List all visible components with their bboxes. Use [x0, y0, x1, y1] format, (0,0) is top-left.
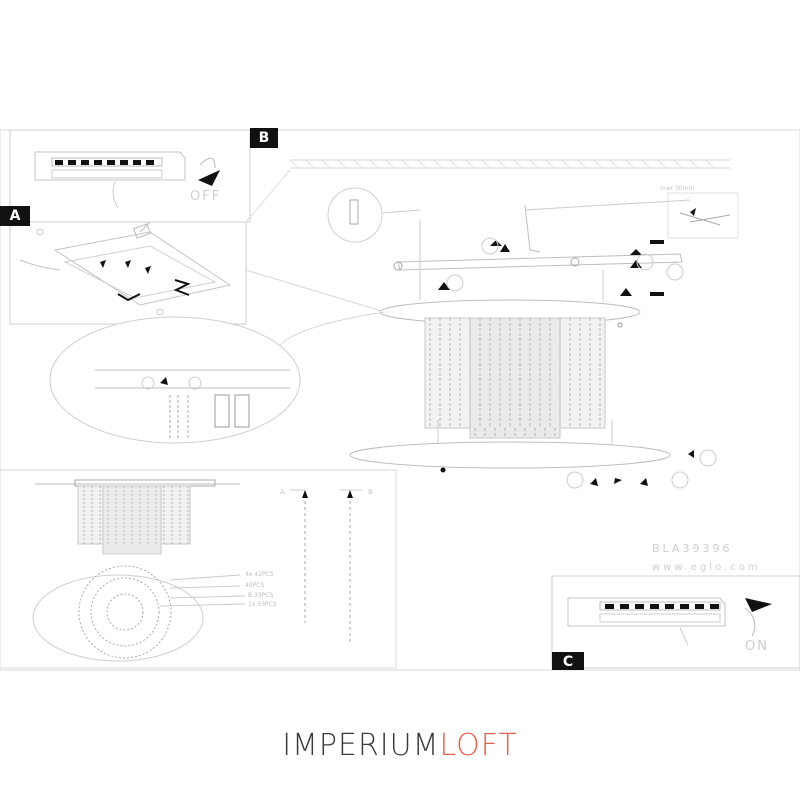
pcs-label-1: 4x 42PCS [245, 571, 274, 578]
bulb-detail [49, 311, 386, 444]
brand-accent: LOFT [439, 728, 518, 763]
terminal-block-b [51, 157, 163, 179]
badge-b: B [250, 128, 278, 148]
brand-logo: IMPERIUMLOFT [0, 728, 800, 763]
bottom-plate [349, 420, 717, 489]
inset-ceiling-detail [667, 192, 739, 239]
assembly-panel [0, 469, 397, 669]
panel-a [9, 221, 247, 325]
mounting-bracket [393, 199, 691, 296]
label-on: ON [745, 639, 769, 654]
model-number: BLA39396 [652, 542, 732, 555]
crystal-curtain [424, 317, 606, 439]
arrow-on [745, 598, 772, 612]
strand-a-label: A [280, 488, 285, 496]
pcs-label-3: B 33PCS [248, 592, 273, 599]
dowel-detail [327, 187, 421, 243]
badge-c: C [552, 652, 584, 670]
panel-b [9, 129, 251, 223]
website-url: www.eglo.com [652, 562, 761, 573]
badge-a: A [0, 206, 30, 226]
brand-main: IMPERIUM [282, 728, 440, 763]
ceiling [289, 159, 730, 169]
panel-c [551, 575, 800, 669]
pcs-label-2: 40PCS [245, 582, 264, 589]
strand-b-label: B [368, 488, 373, 496]
arrow-off [198, 170, 220, 186]
label-off: OFF [190, 189, 221, 204]
pcs-label-4: 1x 33PCS [248, 601, 277, 608]
label-ceiling-dim: max 30mm [660, 185, 694, 192]
